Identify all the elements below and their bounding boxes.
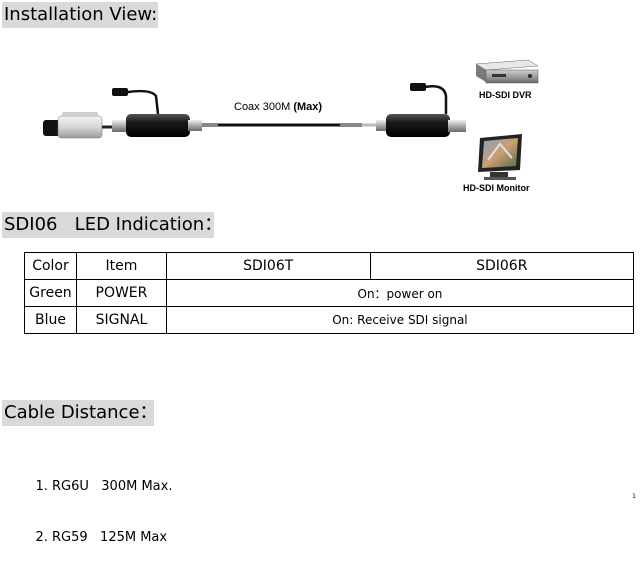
camera-icon [43, 112, 102, 138]
list-item: RG6U 300M Max. [52, 478, 172, 495]
list-item: RG59 125M Max [52, 529, 172, 546]
led-color-cell: Blue [25, 307, 77, 334]
dvr-label: HD-SDI DVR [479, 90, 532, 100]
monitor-label: HD-SDI Monitor [463, 183, 530, 193]
table-header-row: Color Item SDI06T SDI06R [25, 253, 634, 280]
cable-distance-list: RG6U 300M Max. RG59 125M Max [32, 444, 172, 563]
table-row: Green POWER On：power on [25, 280, 634, 307]
led-indication-table: Color Item SDI06T SDI06R Green POWER On：… [24, 252, 634, 334]
led-indication-heading: SDI06 LED Indication： [2, 212, 214, 238]
column-header-sdi06t: SDI06T [166, 253, 370, 280]
column-header-color: Color [25, 253, 77, 280]
installation-diagram: Coax 300M (Max) HD-SDI DVR HD-SDI Monito… [0, 40, 640, 210]
led-color-cell: Green [25, 280, 77, 307]
installation-diagram-art [0, 40, 640, 210]
table-row: Blue SIGNAL On: Receive SDI signal [25, 307, 634, 334]
page-number: 1 [632, 493, 636, 500]
dvr-icon [476, 60, 538, 83]
led-item-cell: POWER [76, 280, 166, 307]
column-header-item: Item [76, 253, 166, 280]
receiver-icon [376, 83, 466, 137]
led-item-cell: SIGNAL [76, 307, 166, 334]
transmitter-icon [112, 88, 202, 137]
led-description-cell: On：power on [166, 280, 633, 307]
coax-label: Coax 300M (Max) [234, 101, 322, 113]
installation-view-heading: Installation View: [2, 2, 158, 28]
monitor-icon [478, 134, 522, 180]
led-description-cell: On: Receive SDI signal [166, 307, 633, 334]
column-header-sdi06r: SDI06R [370, 253, 633, 280]
cable-distance-heading: Cable Distance： [2, 400, 154, 426]
